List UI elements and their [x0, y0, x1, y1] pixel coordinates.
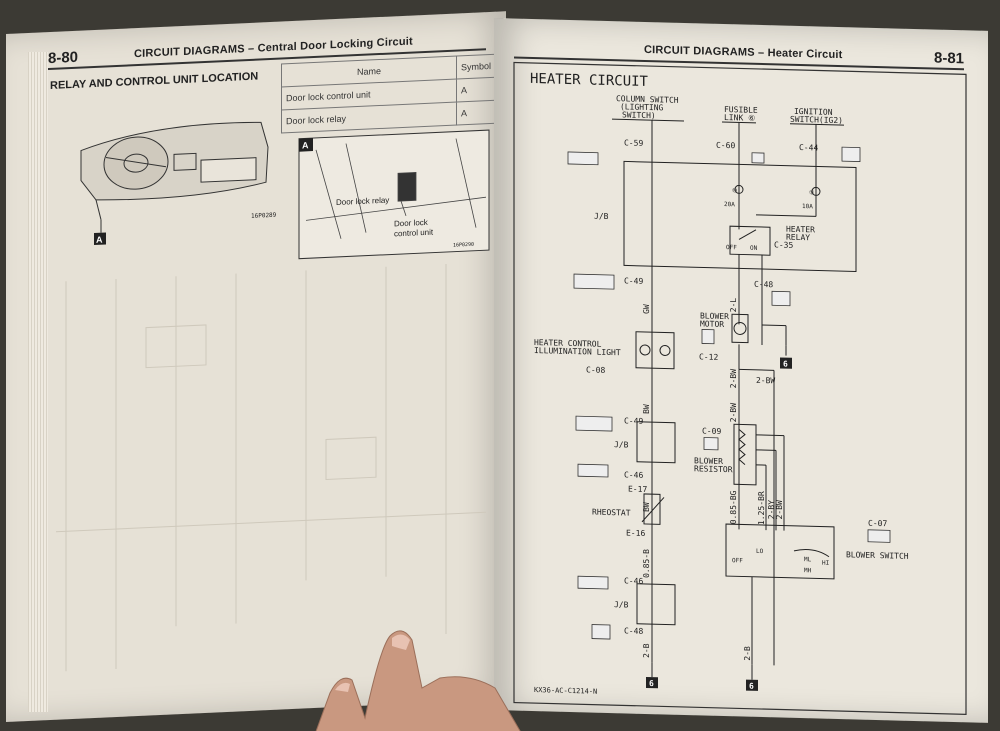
callout-a: A [96, 235, 103, 245]
wire-label: 2-BY [767, 500, 776, 520]
blower-motor-label-1: BLOWER [700, 311, 729, 321]
show-through [56, 263, 486, 672]
source-column-switch-2: (LIGHTING [620, 102, 664, 112]
relay-on: ON [750, 245, 758, 252]
label-relay: Door lock relay [336, 196, 389, 207]
wire-label: 2-B [642, 643, 651, 658]
inset-label-box [299, 138, 313, 152]
wire-label: 2-BW [729, 369, 738, 389]
connector-label: E-17 [628, 485, 647, 495]
rheostat-label: RHEOSTAT [592, 508, 631, 518]
source-fusible-link-1: FUSIBLE [724, 105, 758, 115]
connector-label: C-49 [624, 276, 643, 286]
blower-resistor-label-2: RESISTOR [694, 464, 733, 474]
wire-label: 0.85-B [642, 549, 651, 578]
wire-label: 2-BW [729, 403, 738, 423]
source-column-switch-3: SWITCH) [622, 110, 656, 120]
footer-code: KX36-AC-C1214-N [534, 686, 598, 696]
blower-switch-label: BLOWER SWITCH [846, 550, 909, 561]
ground-label: 6 [783, 360, 788, 369]
inset-label: A [302, 140, 309, 150]
wire-label: GW [642, 304, 651, 314]
jb-label: J/B [614, 600, 629, 609]
connector-label: C-35 [774, 240, 793, 250]
connector-label: C-08 [586, 365, 605, 375]
fuse-number: ⑨ [809, 189, 814, 196]
connector-label: C-44 [799, 143, 818, 153]
wire-label: 2-L [729, 298, 738, 313]
blower-resistor-label-1: BLOWER [694, 456, 723, 466]
connector-label: C-48 [754, 280, 773, 290]
label-control-1: Door lock [394, 218, 429, 229]
connector-label: C-09 [702, 426, 721, 436]
connector-label: C-49 [624, 416, 643, 426]
ground-symbols [646, 357, 792, 691]
fuse-rating: 20A [724, 201, 735, 208]
inset-frame [298, 129, 490, 260]
code-inset: 16P0290 [453, 242, 474, 249]
wire-label: BW [642, 404, 651, 414]
heater-relay-label-1: HEATER [786, 225, 815, 235]
wire-label: 2-BW [756, 376, 775, 386]
wire-label: 2-BW [775, 500, 784, 520]
wire-label: BW [642, 502, 651, 512]
right-page: CIRCUIT DIAGRAMS – Heater Circuit 8-81 H… [494, 18, 988, 723]
connector-label: C-07 [868, 519, 887, 529]
heater-control-label-1: HEATER CONTROL [534, 338, 602, 349]
source-ignition-1: IGNITION [794, 107, 833, 117]
source-column-switch-1: COLUMN SWITCH [616, 94, 679, 105]
wire-label: 1.25-BR [757, 491, 766, 525]
relay-off: OFF [726, 244, 737, 251]
heater-circuit-diagram: HEATER CIRCUIT COLUMN SWITCH (LIGHTING S… [513, 61, 967, 715]
wiring [612, 118, 857, 680]
switch-position: HI [822, 560, 830, 567]
switch-position: LO [756, 548, 764, 555]
jb-label: J/B [594, 212, 609, 221]
heater-control-label-2: ILLUMINATION LIGHT [534, 346, 621, 357]
source-fusible-link-2: LINK ⑥ [724, 113, 755, 123]
connector-label: C-60 [716, 141, 735, 151]
connector-label: C-12 [699, 352, 718, 362]
hand-photo [315, 630, 521, 731]
connector-label: C-46 [624, 576, 643, 586]
code-dash: 16P0289 [251, 212, 277, 220]
source-ignition-2: SWITCH(IG2) [790, 115, 843, 125]
heater-relay-label-2: RELAY [786, 233, 810, 243]
label-control-2: control unit [394, 228, 434, 239]
diagram-frame [513, 61, 967, 715]
switch-position: MH [804, 567, 812, 574]
blower-motor-label-2: MOTOR [700, 319, 724, 329]
switch-position: ML [804, 556, 812, 563]
fuse-number: ⑩ [732, 187, 737, 194]
left-page: 8-80 CIRCUIT DIAGRAMS – Central Door Loc… [6, 11, 506, 723]
ground-label: 6 [749, 682, 754, 691]
page-edges [28, 52, 48, 712]
connector-label: C-46 [624, 470, 643, 480]
jb-label: J/B [614, 440, 629, 449]
wire-label: 2-B [743, 646, 752, 661]
connector-label: C-59 [624, 138, 643, 148]
connector-label: C-48 [624, 626, 643, 636]
fuse-rating: 10A [802, 203, 813, 210]
ground-label: 6 [649, 679, 654, 688]
switch-position: OFF [732, 557, 743, 564]
connector-label: E-16 [626, 528, 645, 538]
dashboard-illustration: A 16P0289 A Door lock relay Door lock co… [56, 121, 490, 672]
connector-pictograms [567, 146, 891, 640]
wire-label: 0.85-BG [729, 490, 738, 524]
diagram-title: HEATER CIRCUIT [530, 71, 649, 90]
callout-a-box [94, 232, 106, 246]
